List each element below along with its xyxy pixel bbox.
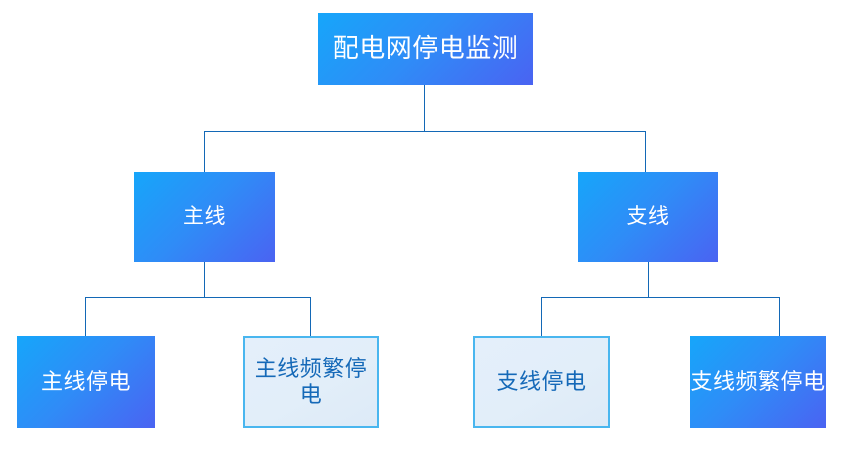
- connector-branch-line-stem: [648, 262, 649, 297]
- connector-main-line-stem: [204, 262, 205, 297]
- node-main-line-frequent-outage[interactable]: 主线频繁停电: [243, 336, 379, 428]
- connector-level1-bus: [204, 131, 645, 132]
- node-branch-line-frequent-outage[interactable]: 支线频繁停电: [690, 336, 826, 428]
- connector-main-children-bus: [85, 297, 311, 298]
- connector-root-stem: [424, 85, 425, 131]
- node-main-line[interactable]: 主线: [134, 172, 275, 262]
- connector-to-main-line: [204, 131, 205, 172]
- connector-to-branch-outage: [541, 297, 542, 336]
- connector-to-main-frequent-outage: [310, 297, 311, 336]
- connector-to-main-outage: [85, 297, 86, 336]
- node-root-power-grid-outage-monitoring[interactable]: 配电网停电监测: [318, 13, 533, 85]
- connector-to-branch-line: [645, 131, 646, 172]
- node-branch-line[interactable]: 支线: [578, 172, 718, 262]
- node-branch-line-outage[interactable]: 支线停电: [473, 336, 610, 428]
- node-main-line-outage[interactable]: 主线停电: [17, 336, 155, 428]
- connector-branch-children-bus: [541, 297, 779, 298]
- connector-to-branch-frequent-outage: [779, 297, 780, 336]
